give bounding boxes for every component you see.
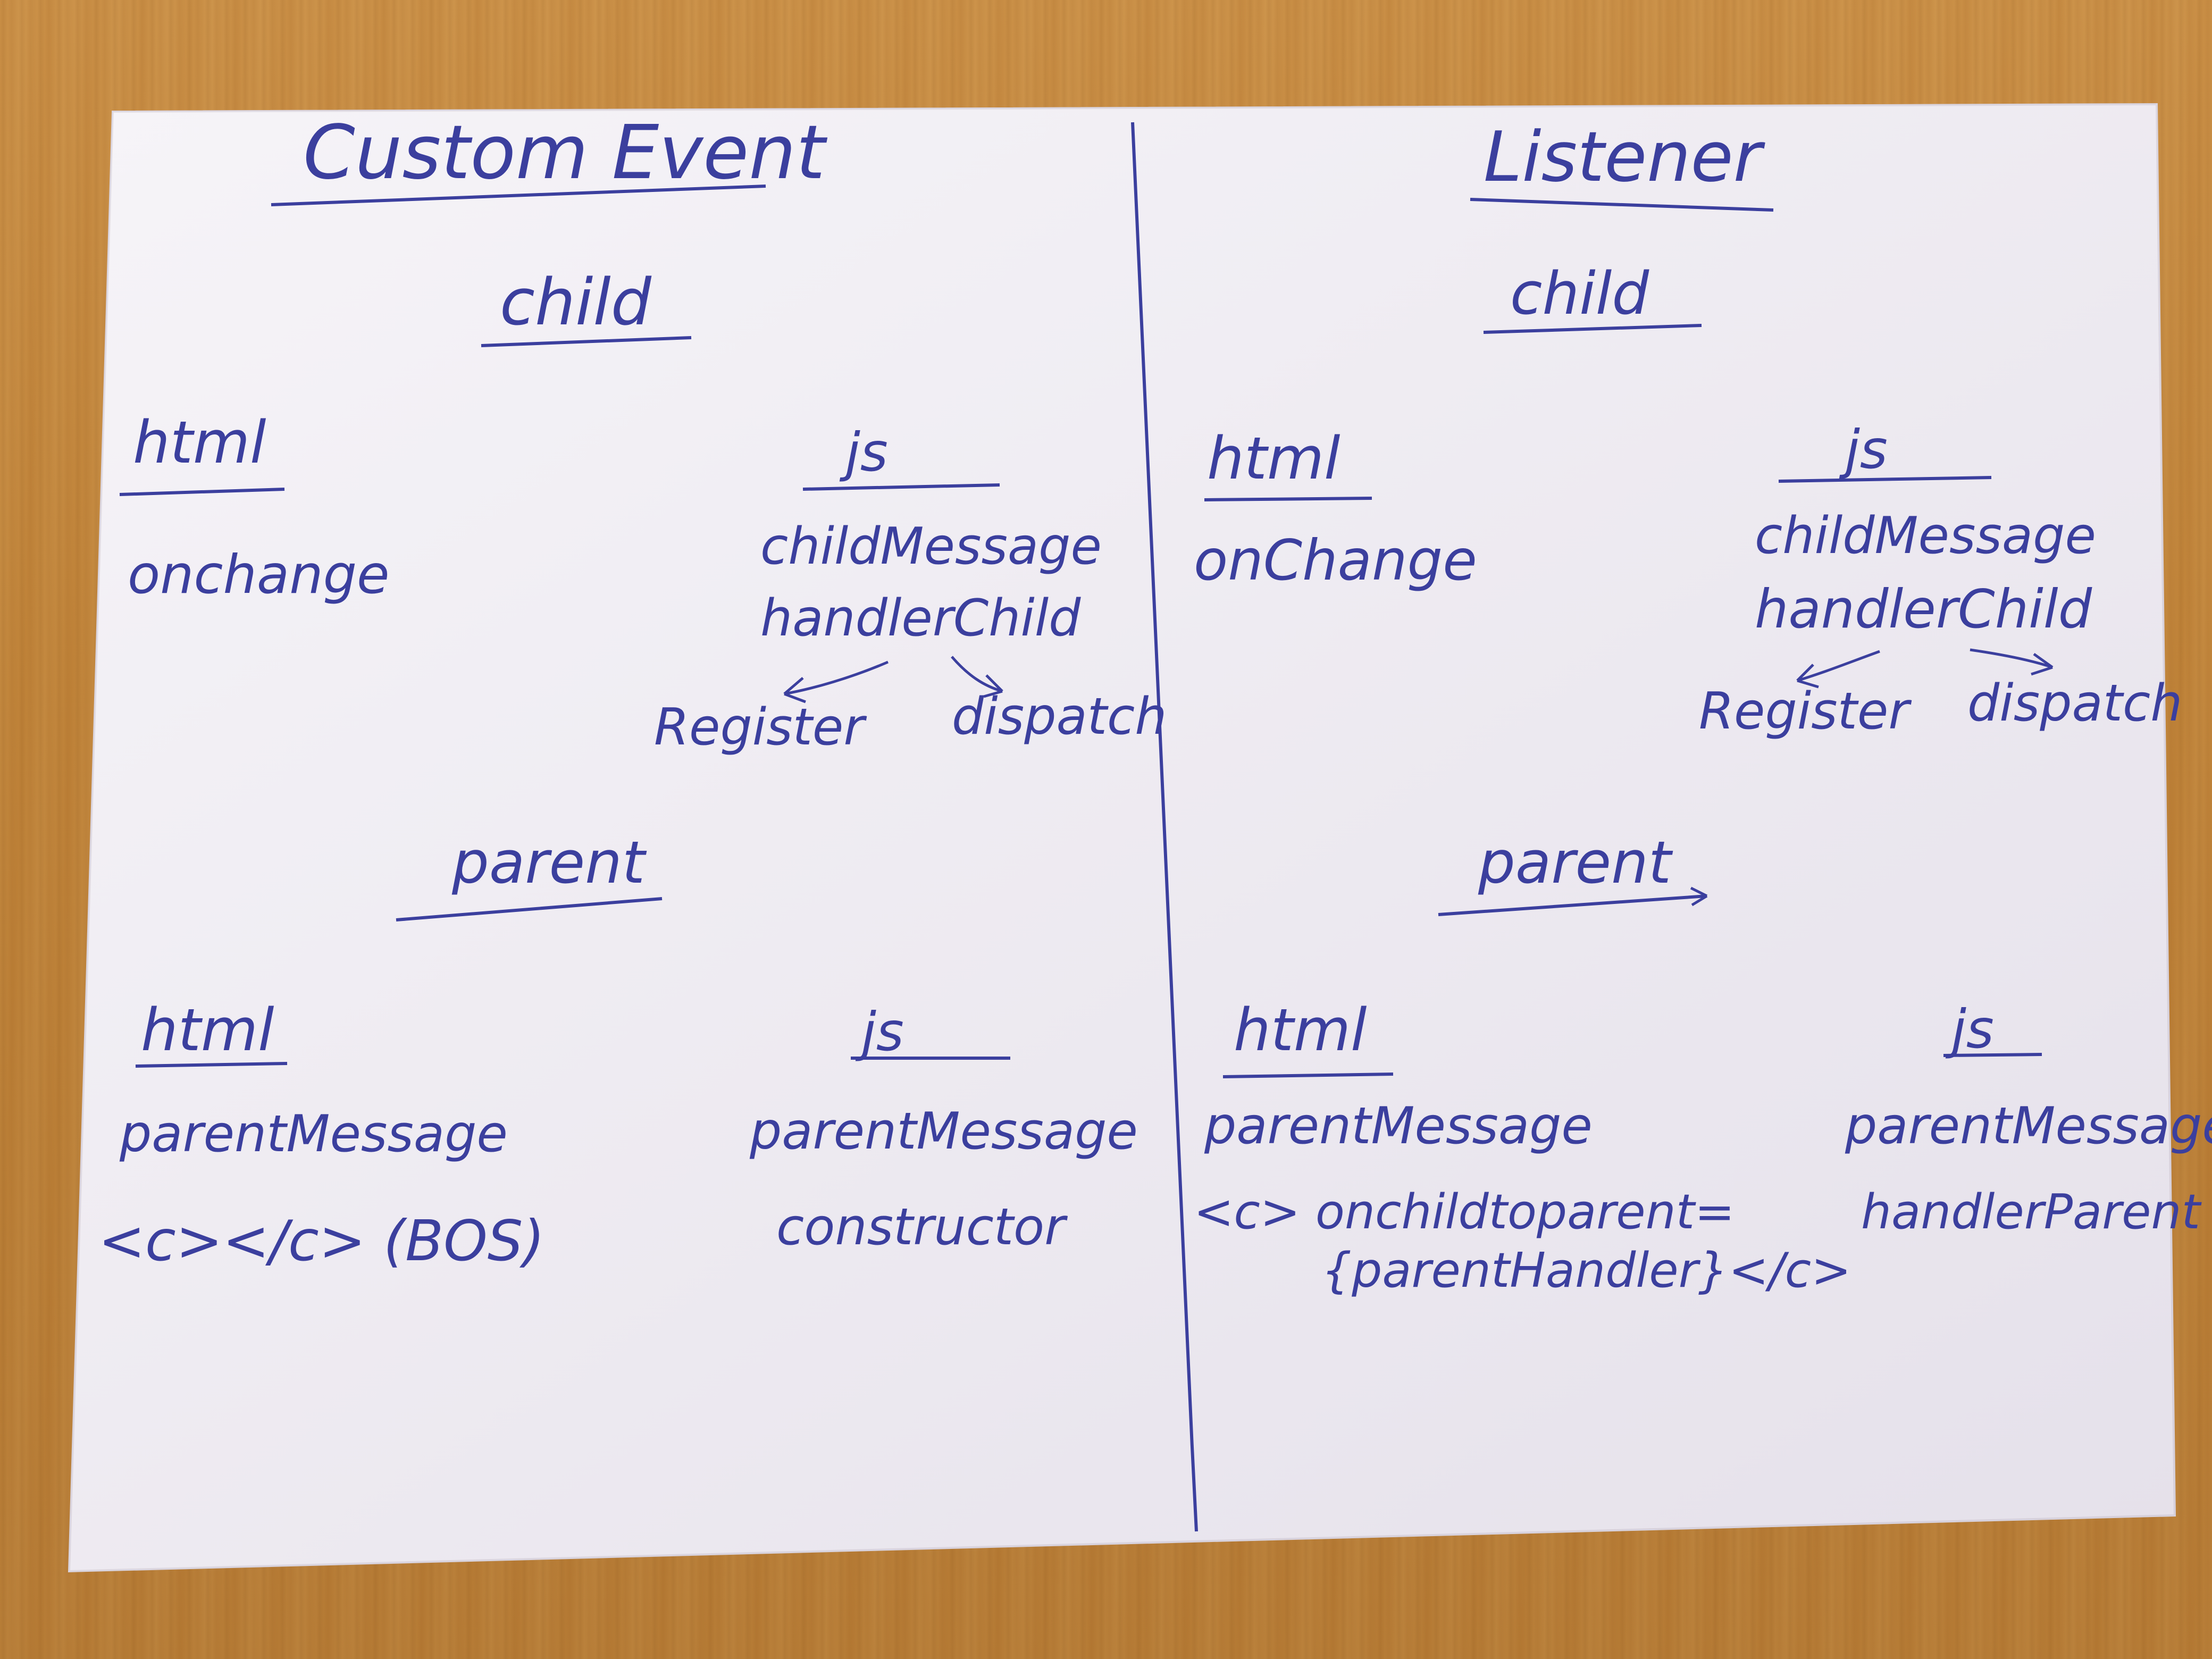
left-parent-heading: parent — [451, 828, 647, 896]
right-child-html-item: onChange — [1194, 528, 1477, 593]
left-child-html-heading: html — [133, 408, 266, 476]
left-title: Custom Event — [303, 110, 828, 196]
left-parent-html-heading: html — [141, 996, 274, 1064]
right-child-html-underline — [1204, 497, 1372, 501]
right-child-js-heading: js — [1839, 418, 1888, 481]
right-branch-dispatch: dispatch — [1967, 674, 2182, 733]
right-arrow-register — [1796, 650, 1880, 689]
left-child-heading: child — [500, 266, 652, 340]
paper-shading — [69, 104, 2175, 1571]
right-parent-js-item-1: parentMessage — [1845, 1097, 2212, 1155]
left-child-html-underline — [119, 488, 285, 496]
left-arrow-register — [783, 660, 889, 703]
right-title: Listener — [1484, 116, 1766, 197]
right-parent-html-item-3: {parentHandler}</c> — [1321, 1243, 1851, 1298]
left-child-underline — [481, 336, 692, 347]
right-parent-underline-arrow — [1690, 886, 1708, 907]
right-child-js-item-2: handlerChild — [1755, 578, 2092, 640]
right-arrow-dispatch — [1970, 648, 2054, 676]
right-parent-heading: parent — [1478, 828, 1673, 896]
left-parent-underline — [396, 897, 663, 921]
left-child-js-item-2: handlerChild — [760, 589, 1081, 648]
left-arrow-dispatch — [951, 656, 1003, 698]
left-child-js-heading: js — [839, 421, 888, 483]
left-child-js-item-1: childMessage — [760, 517, 1102, 576]
left-parent-js-item-2: constructor — [776, 1198, 1068, 1256]
left-title-underline — [271, 185, 766, 206]
right-parent-js-item-2: handlerParent — [1861, 1184, 2202, 1240]
right-title-underline — [1470, 198, 1774, 212]
left-child-js-underline — [802, 483, 1000, 491]
right-child-heading: child — [1510, 259, 1649, 328]
right-parent-html-underline — [1222, 1073, 1394, 1078]
right-child-js-item-1: childMessage — [1755, 507, 2096, 565]
left-parent-html-item-1: parentMessage — [119, 1105, 508, 1163]
divider-line — [1131, 122, 1198, 1532]
right-parent-html-item-2: <c> onchildtoparent= — [1194, 1184, 1735, 1240]
right-branch-register: Register — [1699, 682, 1912, 741]
right-child-underline — [1483, 324, 1702, 334]
left-child-html-item: onchange — [128, 543, 390, 606]
left-parent-js-item-1: parentMessage — [749, 1102, 1138, 1161]
right-child-html-heading: html — [1207, 424, 1340, 492]
right-parent-js-heading: js — [1945, 998, 1994, 1060]
right-child-js-underline — [1778, 476, 1992, 483]
left-branch-dispatch: dispatch — [952, 688, 1167, 746]
left-parent-html-underline — [135, 1062, 288, 1068]
right-parent-js-underline — [1943, 1053, 2042, 1057]
right-parent-html-heading: html — [1234, 996, 1367, 1064]
left-parent-js-heading: js — [855, 1001, 904, 1063]
right-parent-html-item-1: parentMessage — [1204, 1097, 1593, 1155]
left-branch-register: Register — [654, 698, 867, 757]
right-parent-underline — [1438, 894, 1707, 916]
left-parent-html-item-2: <c></c> (BOS) — [98, 1209, 544, 1273]
